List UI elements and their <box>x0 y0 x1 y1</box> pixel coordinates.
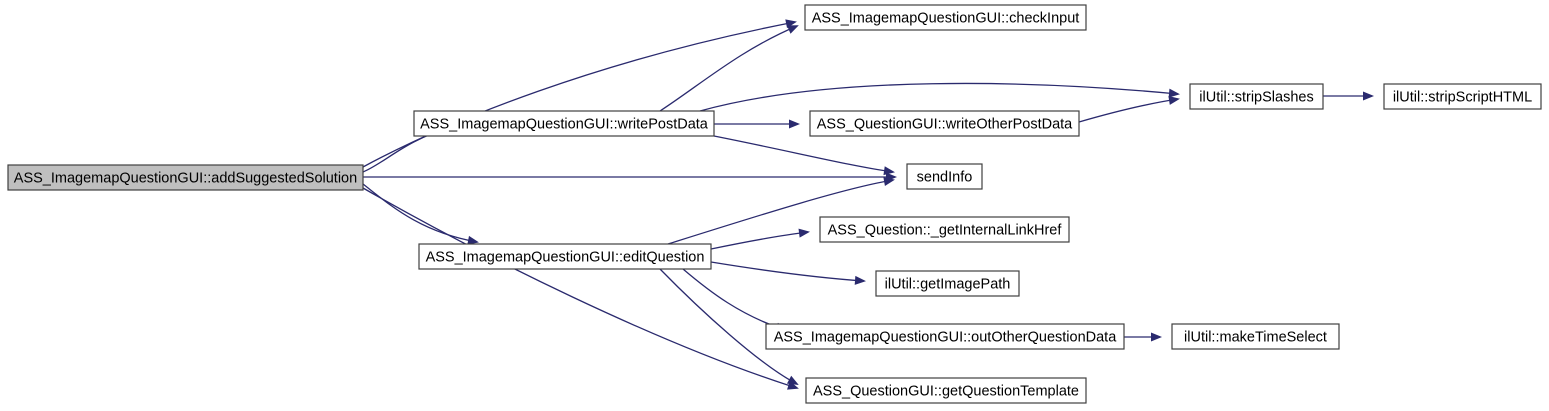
node-label-stripScriptHTML: ilUtil::stripScriptHTML <box>1393 89 1532 105</box>
nodes-layer: ASS_ImagemapQuestionGUI::addSuggestedSol… <box>7 4 1542 404</box>
node-label-outOtherQuestionData: ASS_ImagemapQuestionGUI::outOtherQuestio… <box>774 329 1117 345</box>
arrow-head-icon <box>467 235 479 245</box>
node-box-stripScriptHTML[interactable] <box>1383 83 1542 110</box>
graph-node-sendInfo[interactable]: sendInfo <box>906 163 983 190</box>
arrow-head-icon <box>883 166 895 176</box>
node-box-writePostData[interactable] <box>413 110 715 137</box>
call-edge-writeOtherPostData-to-stripSlashes <box>1078 98 1179 123</box>
graph-node-stripSlashes[interactable]: ilUtil::stripSlashes <box>1189 83 1324 110</box>
arrow-head-icon <box>883 177 895 186</box>
node-box-makeTimeSelect[interactable] <box>1171 323 1340 350</box>
call-edge-addSuggestedSolution-to-editQuestion <box>362 183 478 243</box>
node-box-addSuggestedSolution[interactable] <box>7 164 364 191</box>
arrow-head-icon <box>1151 332 1162 342</box>
node-box-getInternalLinkHref[interactable] <box>819 216 1070 243</box>
node-label-checkInput: ASS_ImagemapQuestionGUI::checkInput <box>812 10 1080 26</box>
node-box-checkInput[interactable] <box>804 4 1087 31</box>
call-edge-editQuestion-to-outOtherQuestionData <box>682 268 786 331</box>
node-label-getQuestionTemplate: ASS_QuestionGUI::getQuestionTemplate <box>813 383 1079 399</box>
node-label-sendInfo: sendInfo <box>917 169 973 185</box>
arrow-head-icon <box>789 119 800 129</box>
call-edge-writePostData-to-sendInfo <box>713 135 894 173</box>
graph-node-editQuestion[interactable]: ASS_ImagemapQuestionGUI::editQuestion <box>418 243 712 270</box>
arrow-head-icon <box>798 228 810 238</box>
graph-node-writePostData[interactable]: ASS_ImagemapQuestionGUI::writePostData <box>413 110 715 137</box>
node-label-getInternalLinkHref: ASS_Question::_getInternalLinkHref <box>828 222 1063 238</box>
node-box-getImagePath[interactable] <box>875 270 1020 297</box>
call-edge-editQuestion-to-getImagePath <box>710 261 865 282</box>
node-box-stripSlashes[interactable] <box>1189 83 1324 110</box>
graph-node-stripScriptHTML[interactable]: ilUtil::stripScriptHTML <box>1383 83 1542 110</box>
graph-node-makeTimeSelect[interactable]: ilUtil::makeTimeSelect <box>1171 323 1340 350</box>
arrow-head-icon <box>1168 88 1180 98</box>
arrow-head-icon <box>786 25 799 34</box>
arrow-head-icon <box>786 375 799 385</box>
arrow-head-icon <box>1168 95 1180 105</box>
graph-node-addSuggestedSolution[interactable]: ASS_ImagemapQuestionGUI::addSuggestedSol… <box>7 164 364 191</box>
graph-node-getInternalLinkHref[interactable]: ASS_Question::_getInternalLinkHref <box>819 216 1070 243</box>
node-box-editQuestion[interactable] <box>418 243 712 270</box>
node-box-sendInfo[interactable] <box>906 163 983 190</box>
node-label-makeTimeSelect: ilUtil::makeTimeSelect <box>1184 329 1327 345</box>
call-edge-editQuestion-to-getInternalLinkHref <box>710 231 809 250</box>
call-edge-editQuestion-to-getQuestionTemplate <box>659 268 798 385</box>
node-label-addSuggestedSolution: ASS_ImagemapQuestionGUI::addSuggestedSol… <box>14 170 357 186</box>
arrow-head-icon <box>854 275 866 285</box>
graph-node-getImagePath[interactable]: ilUtil::getImagePath <box>875 270 1020 297</box>
node-label-editQuestion: ASS_ImagemapQuestionGUI::editQuestion <box>426 249 705 265</box>
call-edge-writePostData-to-checkInput <box>659 25 798 112</box>
node-label-writePostData: ASS_ImagemapQuestionGUI::writePostData <box>420 116 709 132</box>
node-label-writeOtherPostData: ASS_QuestionGUI::writeOtherPostData <box>817 116 1073 132</box>
node-box-writeOtherPostData[interactable] <box>809 110 1080 137</box>
graph-node-checkInput[interactable]: ASS_ImagemapQuestionGUI::checkInput <box>804 4 1087 31</box>
node-label-stripSlashes: ilUtil::stripSlashes <box>1199 89 1313 105</box>
node-box-outOtherQuestionData[interactable] <box>765 323 1125 350</box>
node-label-getImagePath: ilUtil::getImagePath <box>885 276 1011 292</box>
call-edge-writePostData-to-stripSlashes <box>699 82 1179 112</box>
arrow-head-icon <box>1363 91 1374 101</box>
graph-node-outOtherQuestionData[interactable]: ASS_ImagemapQuestionGUI::outOtherQuestio… <box>765 323 1125 350</box>
graph-node-getQuestionTemplate[interactable]: ASS_QuestionGUI::getQuestionTemplate <box>805 377 1087 404</box>
call-edge-addSuggestedSolution-to-checkInput <box>362 21 796 168</box>
edges-layer <box>362 19 1374 390</box>
call-edge-addSuggestedSolution-to-getQuestionTemplate <box>362 187 798 389</box>
node-box-getQuestionTemplate[interactable] <box>805 377 1087 404</box>
call-edge-editQuestion-to-sendInfo <box>667 179 894 245</box>
graph-node-writeOtherPostData[interactable]: ASS_QuestionGUI::writeOtherPostData <box>809 110 1080 137</box>
